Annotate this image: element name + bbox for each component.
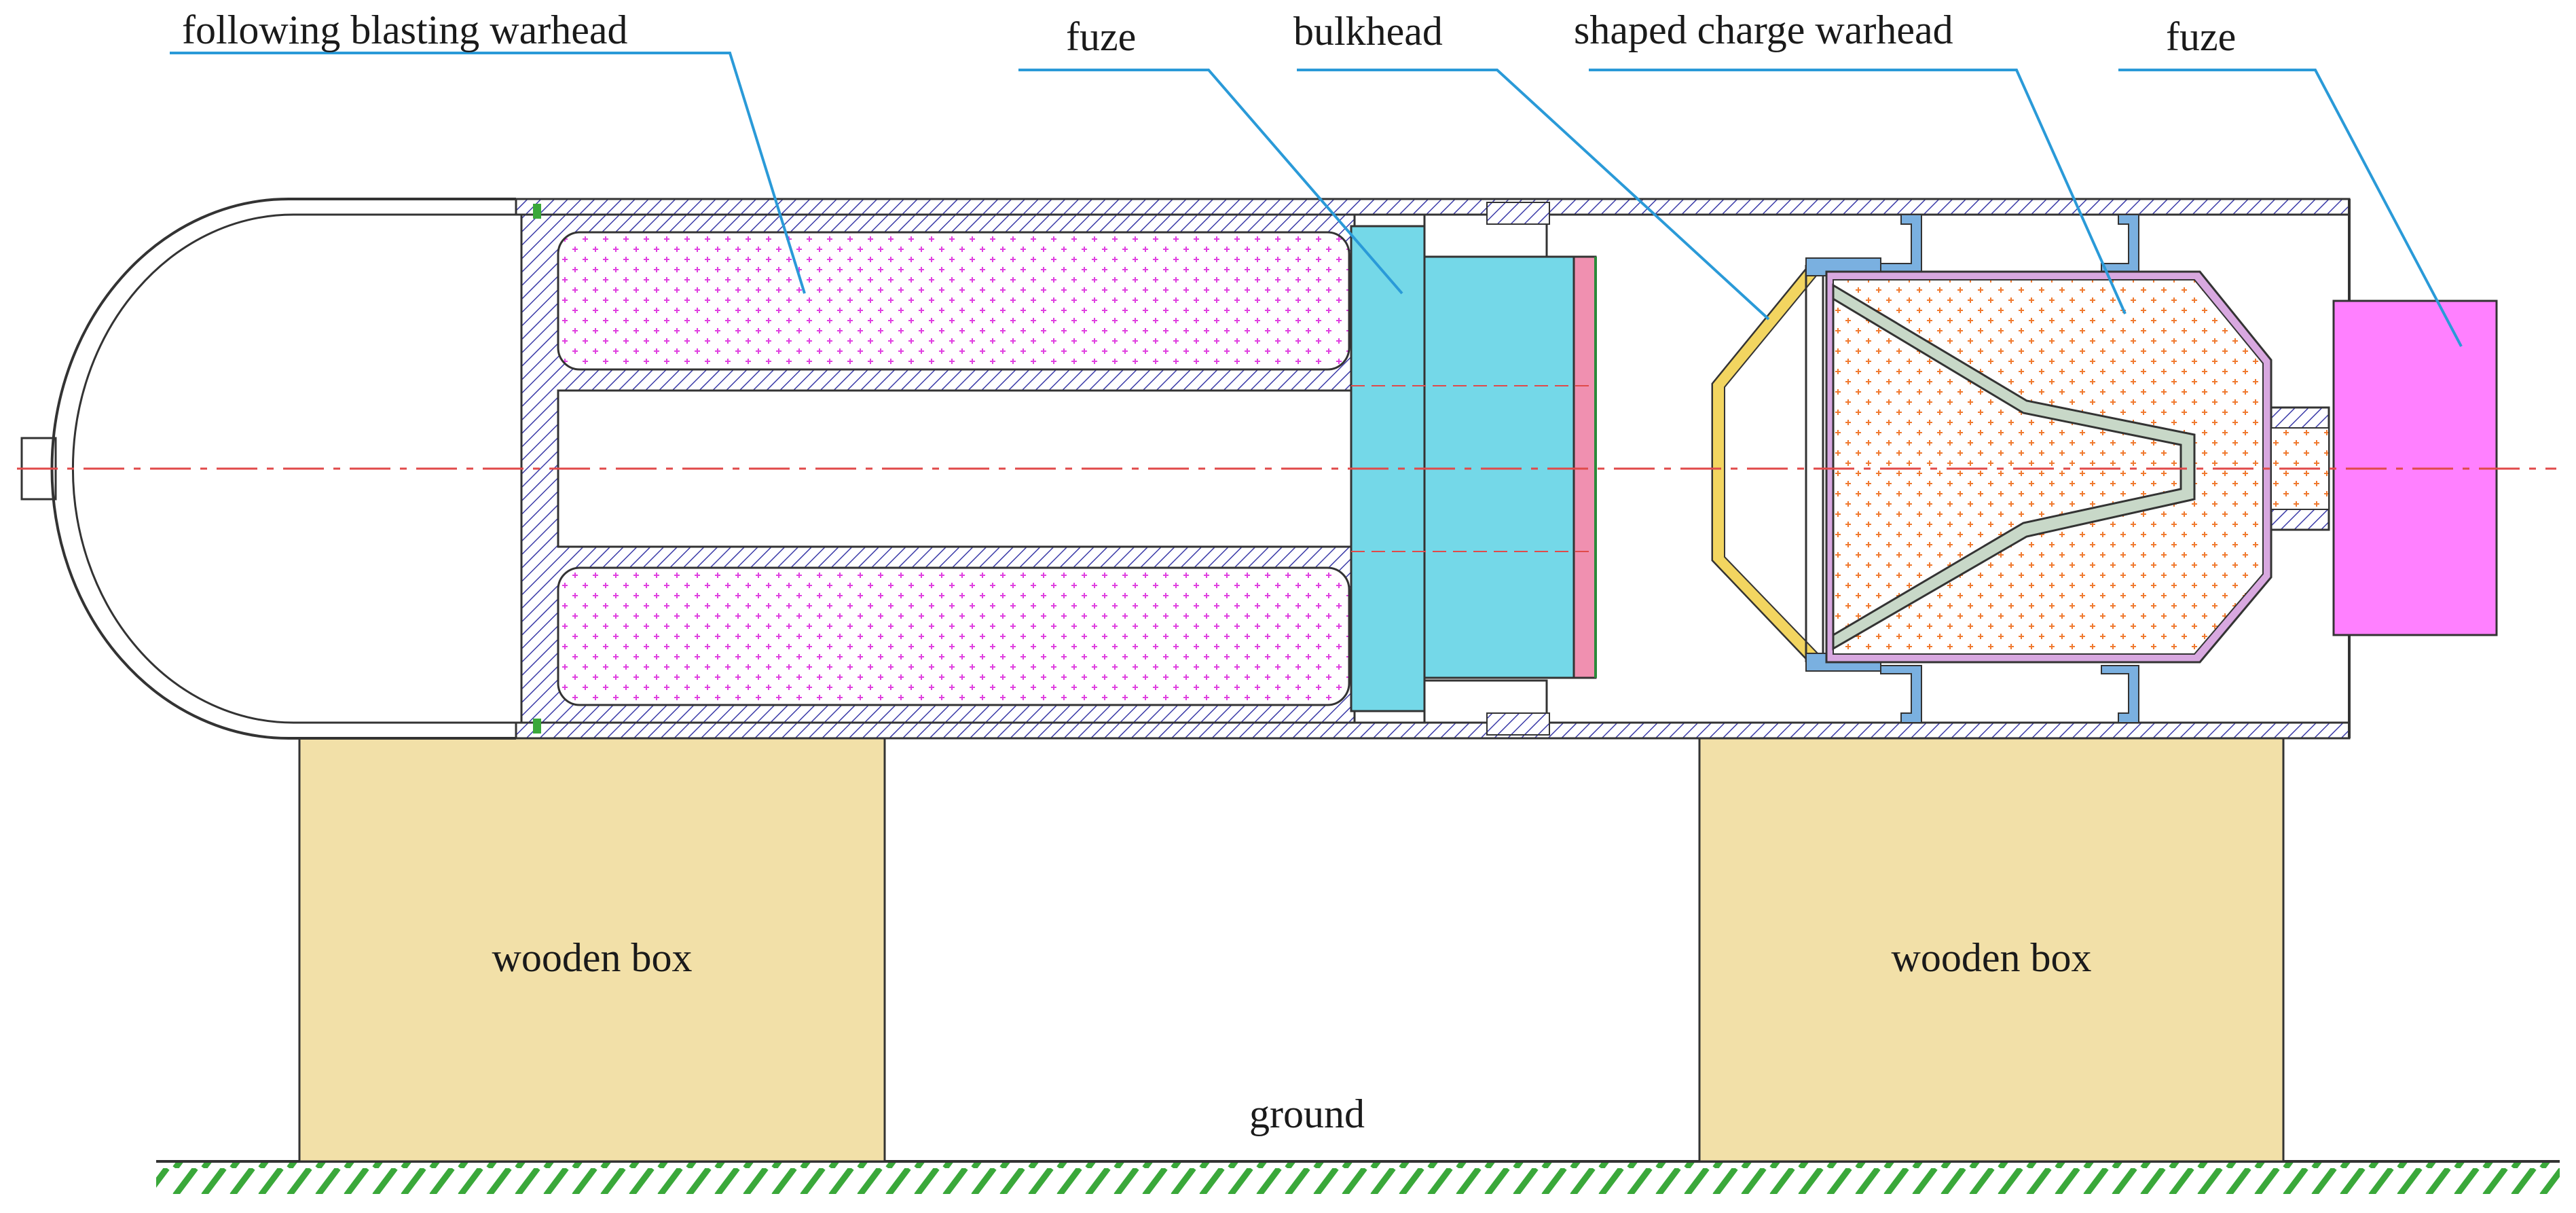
leader-lines xyxy=(170,52,2463,347)
label-wooden-box-right: wooden box xyxy=(1892,935,2092,980)
explosive-charge-lower xyxy=(557,566,1350,706)
leader-fuze-2 xyxy=(2118,69,2463,347)
label-wooden-box-left: wooden box xyxy=(492,935,693,980)
leader-fuze-1 xyxy=(1018,69,1403,295)
shaped-charge-warhead xyxy=(1711,214,2330,723)
label-fuze-2: fuze xyxy=(2166,14,2236,59)
shaped-charge-explosive xyxy=(1833,279,2264,655)
label-ground: ground xyxy=(1249,1091,1365,1136)
leader-bulkhead xyxy=(1297,69,1770,321)
fuze-1 xyxy=(1350,202,1597,736)
fuze-plate xyxy=(1572,255,1597,679)
label-bulkhead: bulkhead xyxy=(1293,9,1443,54)
label-shaped-charge-warhead: shaped charge warhead xyxy=(1574,7,1953,52)
explosive-charge-upper xyxy=(557,231,1350,371)
leader-following-blasting-warhead xyxy=(170,52,806,294)
label-following-blasting-warhead: following blasting warhead xyxy=(182,7,628,52)
ground-surface xyxy=(156,1160,2560,1194)
leader-shaped-charge-warhead xyxy=(1589,69,2127,314)
wooden-box-left xyxy=(298,737,886,1163)
following-blasting-warhead xyxy=(520,204,1356,734)
wooden-box-right xyxy=(1698,737,2285,1163)
label-fuze-1: fuze xyxy=(1066,14,1136,59)
